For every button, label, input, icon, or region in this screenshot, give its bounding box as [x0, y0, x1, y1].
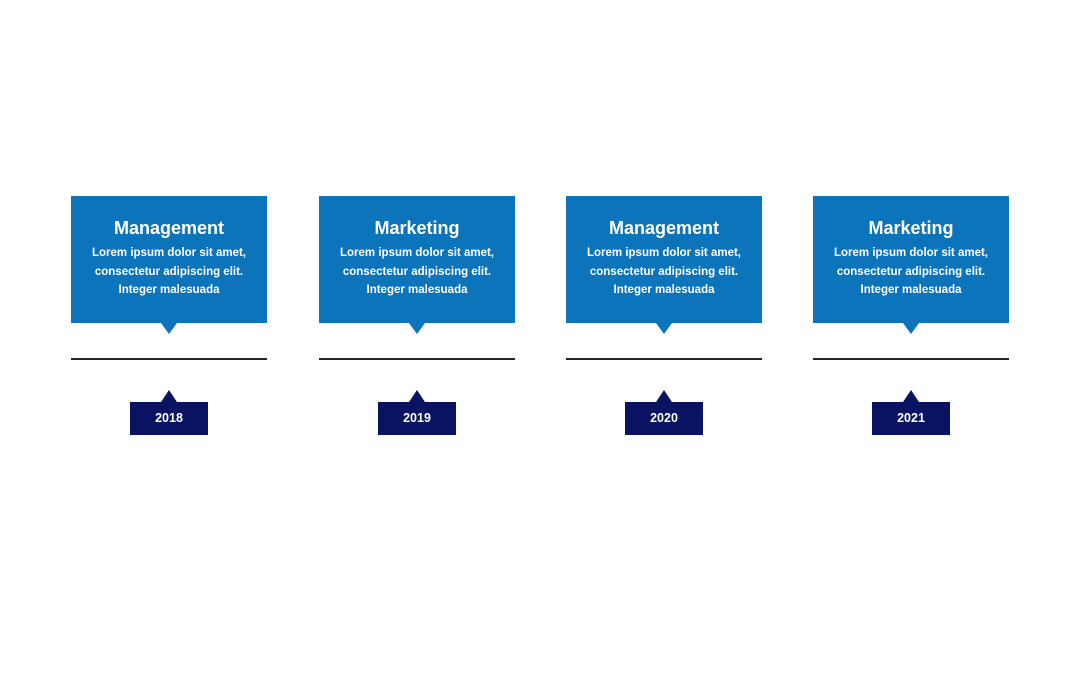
timeline-axis-segment [566, 358, 762, 360]
year-badge: 2020 [625, 402, 703, 435]
milestone-description: Lorem ipsum dolor sit amet, consectetur … [340, 247, 494, 296]
milestone-description: Lorem ipsum dolor sit amet, consectetur … [587, 247, 741, 296]
card-pointer-arrow [161, 323, 177, 334]
year-badge: 2018 [130, 402, 208, 435]
timeline-milestone: Management Lorem ipsum dolor sit amet, c… [566, 196, 762, 436]
timeline-milestone: Marketing Lorem ipsum dolor sit amet, co… [319, 196, 515, 436]
timeline-axis-segment [813, 358, 1009, 360]
milestone-card: Management Lorem ipsum dolor sit amet, c… [566, 196, 762, 323]
timeline-axis-segment [71, 358, 267, 360]
year-pointer-arrow [409, 390, 425, 402]
milestone-title: Marketing [868, 218, 954, 238]
milestone-card: Marketing Lorem ipsum dolor sit amet, co… [813, 196, 1009, 323]
milestone-title: Management [608, 218, 720, 238]
milestone-card: Management Lorem ipsum dolor sit amet, c… [71, 196, 267, 323]
card-pointer-arrow [903, 323, 919, 334]
milestone-title: Marketing [374, 218, 460, 238]
year-pointer-arrow [656, 390, 672, 402]
milestone-title: Management [113, 218, 225, 238]
card-pointer-arrow [409, 323, 425, 334]
milestone-description: Lorem ipsum dolor sit amet, consectetur … [834, 247, 988, 296]
card-pointer-arrow [656, 323, 672, 334]
year-pointer-arrow [161, 390, 177, 402]
timeline-milestone: Management Lorem ipsum dolor sit amet, c… [71, 196, 267, 436]
milestone-description: Lorem ipsum dolor sit amet, consectetur … [92, 247, 246, 296]
timeline-axis-segment [319, 358, 515, 360]
year-pointer-arrow [903, 390, 919, 402]
year-badge: 2021 [872, 402, 950, 435]
milestone-card: Marketing Lorem ipsum dolor sit amet, co… [319, 196, 515, 323]
timeline-milestone: Marketing Lorem ipsum dolor sit amet, co… [813, 196, 1009, 436]
year-badge: 2019 [378, 402, 456, 435]
